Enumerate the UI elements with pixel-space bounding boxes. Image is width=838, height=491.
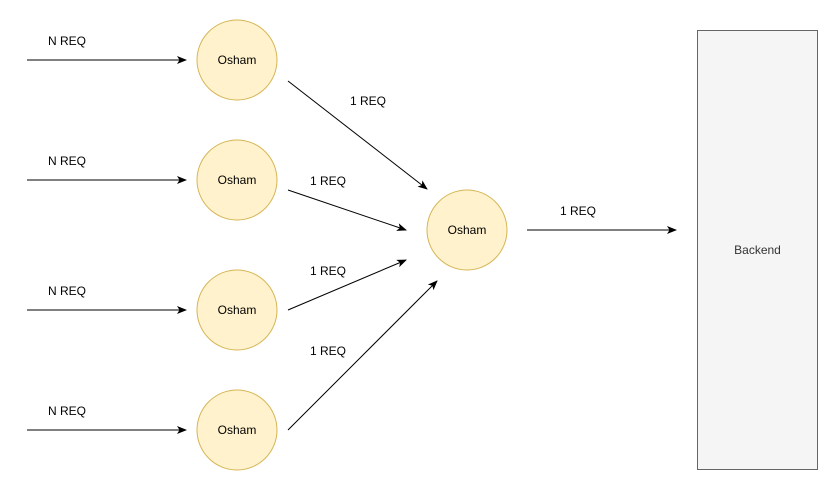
proxy-node-label: Osham	[218, 53, 257, 67]
incoming-label-3: N REQ	[48, 284, 86, 298]
incoming-label-1: N REQ	[48, 34, 86, 48]
proxy-node-circle	[196, 269, 278, 351]
proxy-node-circle	[196, 389, 278, 471]
backend-label: Backend	[734, 243, 781, 257]
aggregation-label-3: 1 REQ	[310, 264, 346, 278]
proxy-node-label: Osham	[218, 173, 257, 187]
aggregation-arrow-4	[287, 280, 438, 431]
proxy-node-3: Osham	[196, 269, 278, 351]
proxy-node-label: Osham	[218, 423, 257, 437]
incoming-requests: N REQ N REQ N REQ N REQ	[27, 34, 187, 434]
aggregation-label-1: 1 REQ	[350, 94, 386, 108]
aggregation-edges: 1 REQ 1 REQ 1 REQ 1 REQ	[287, 80, 438, 431]
aggregator-node-circle	[426, 189, 508, 271]
aggregation-label-2: 1 REQ	[310, 174, 346, 188]
proxy-node-4: Osham	[196, 389, 278, 471]
proxy-node-1: Osham	[196, 19, 278, 101]
aggregator-node: Osham	[426, 189, 508, 271]
proxy-node-circle	[196, 139, 278, 221]
backend-box	[697, 30, 818, 470]
backend: Backend	[697, 30, 818, 470]
proxy-node-2: Osham	[196, 139, 278, 221]
backend-edge: 1 REQ	[527, 204, 677, 234]
proxy-node-circle	[196, 19, 278, 101]
incoming-label-2: N REQ	[48, 154, 86, 168]
aggregation-arrow-2	[287, 189, 407, 231]
aggregation-arrow-1	[287, 80, 428, 190]
backend-edge-label: 1 REQ	[560, 204, 596, 218]
proxy-node-label: Osham	[218, 303, 257, 317]
proxy-nodes: Osham Osham Osham Osham	[196, 19, 278, 471]
aggregator-node-label: Osham	[448, 223, 487, 237]
aggregation-label-4: 1 REQ	[310, 344, 346, 358]
incoming-label-4: N REQ	[48, 404, 86, 418]
aggregation-arrow-3	[287, 259, 407, 311]
